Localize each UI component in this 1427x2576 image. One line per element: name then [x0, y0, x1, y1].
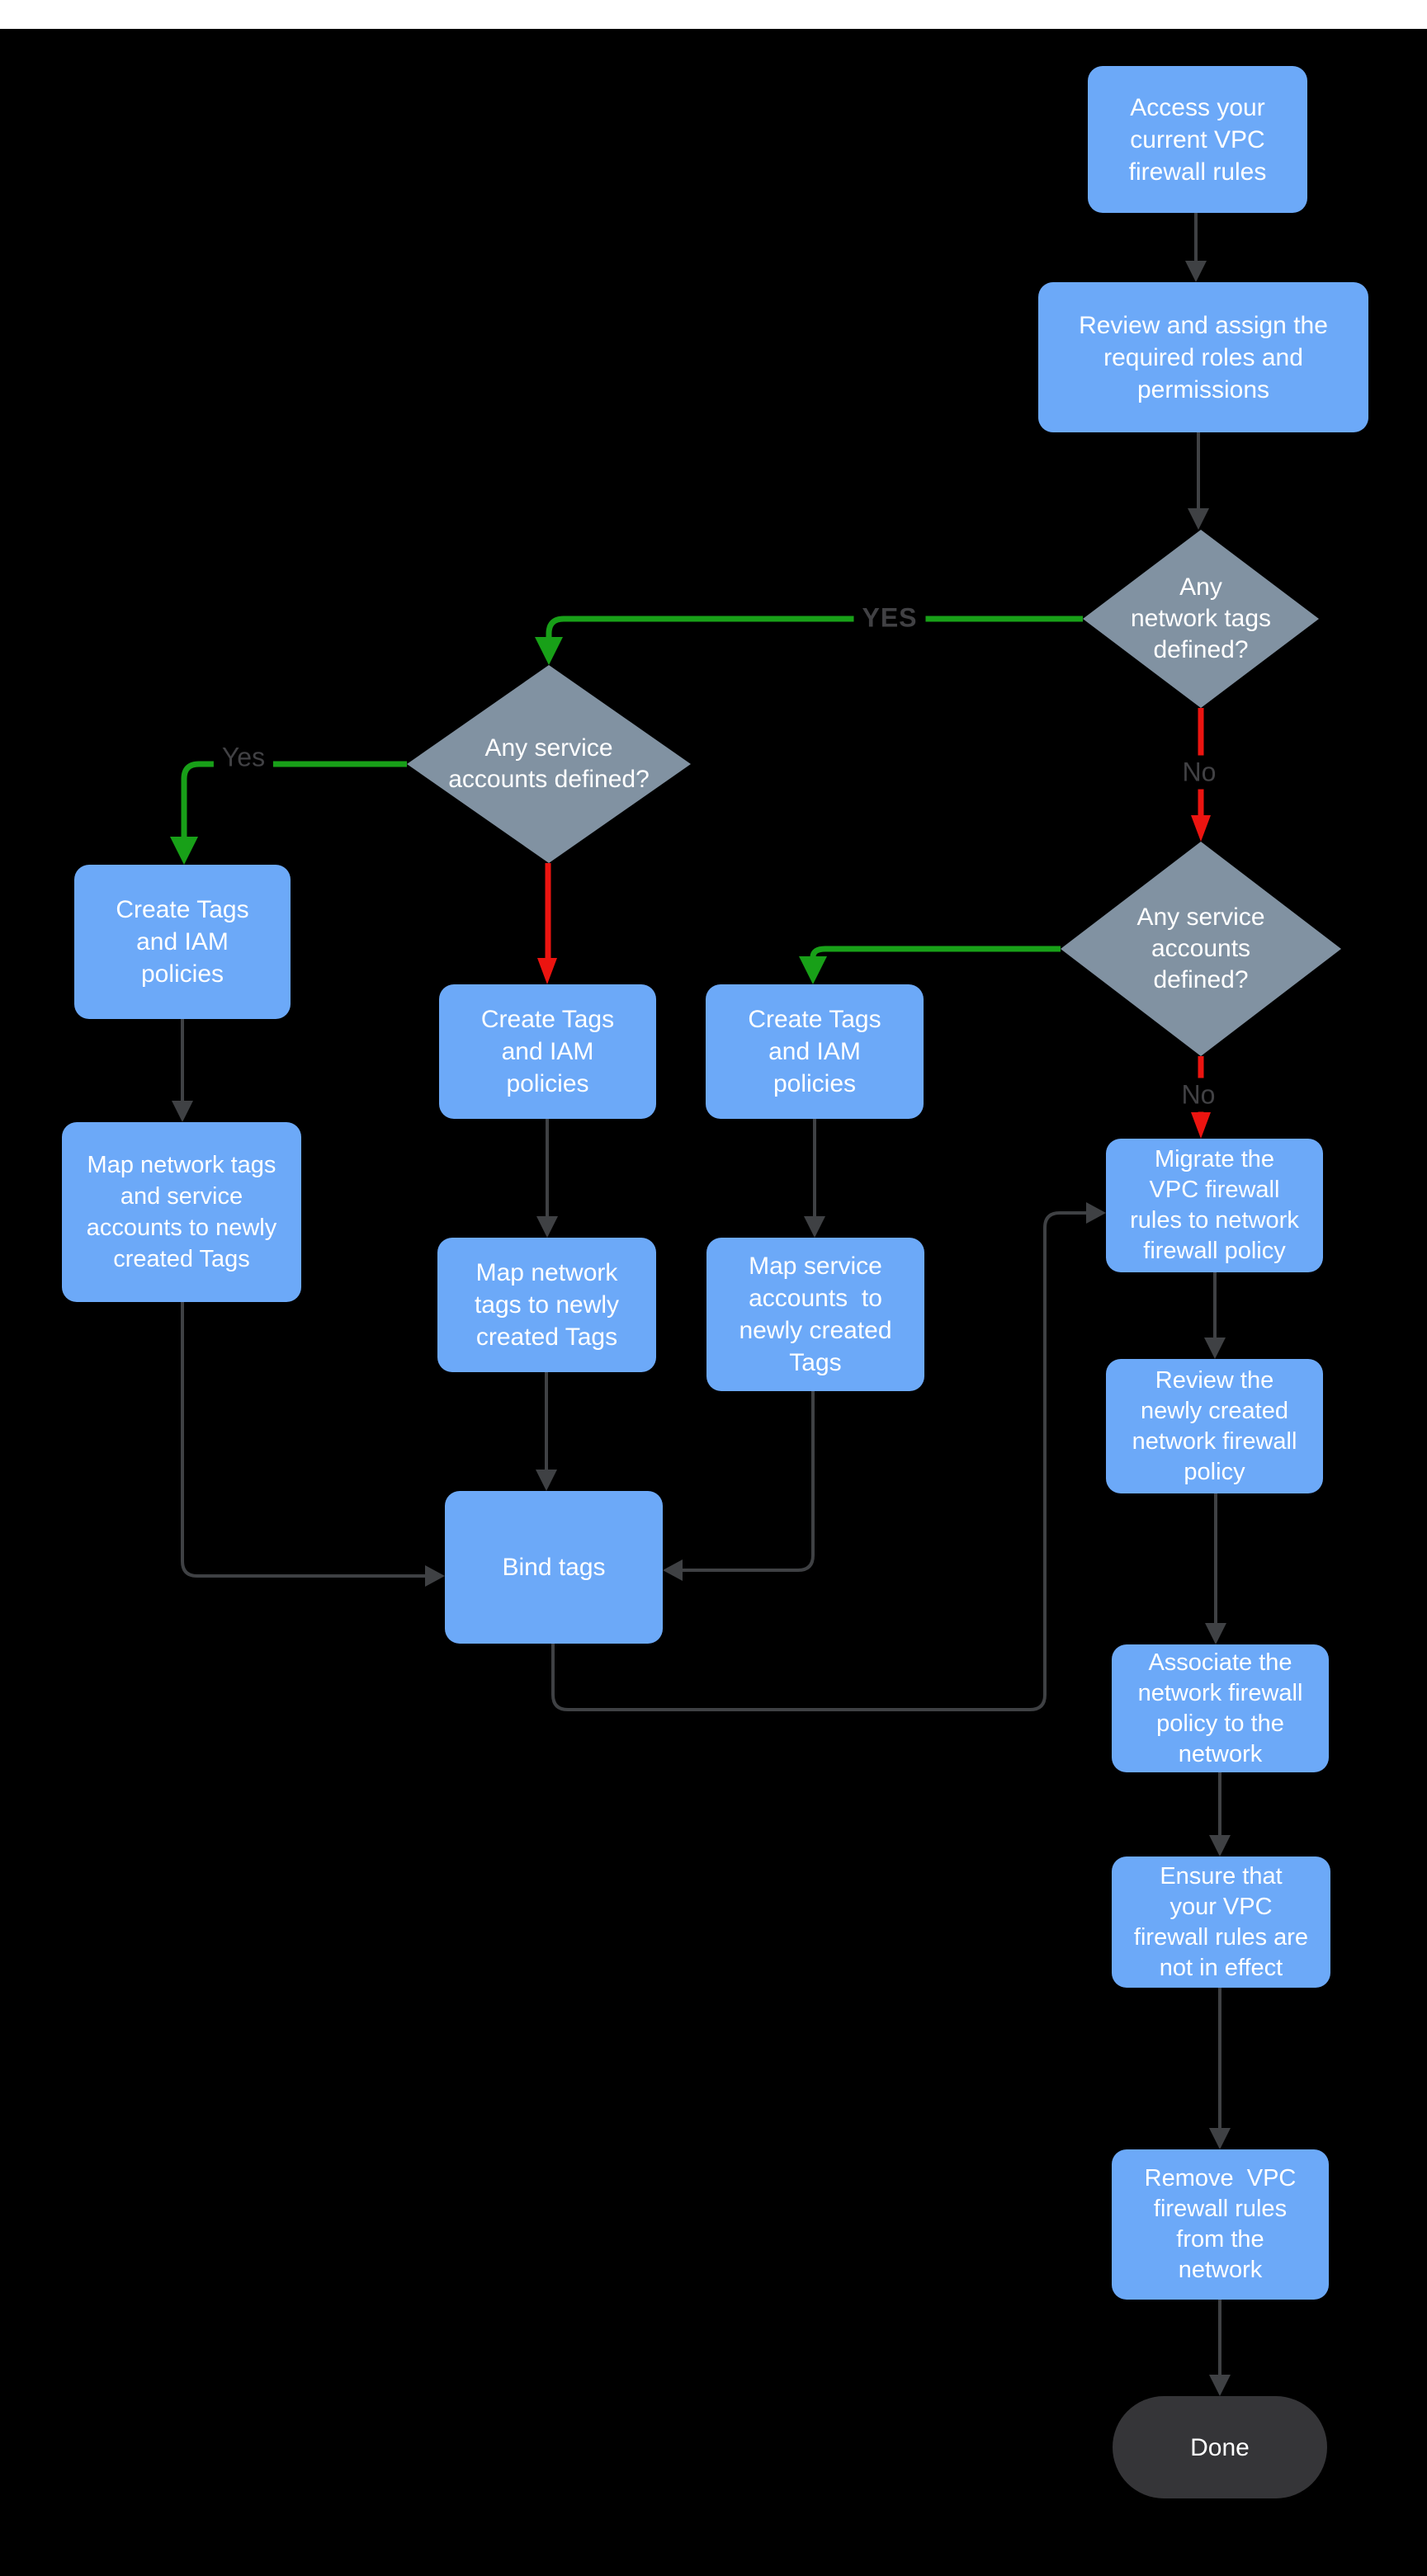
edge-service-left-no: [537, 863, 557, 984]
edge-create-mid-map-mid: [536, 1119, 558, 1238]
edge-associate-ensure: [1209, 1772, 1231, 1857]
node-create-tags-iam-left: Create Tags and IAM policies: [74, 865, 291, 1019]
edge-review-policy-associate: [1205, 1493, 1226, 1644]
node-access-vpc-firewall-rules: Access your current VPC firewall rules: [1088, 66, 1307, 213]
edge-create-right-map-right: [804, 1119, 825, 1238]
edge-map-mid-bind: [536, 1372, 557, 1491]
edge-map-right-bind: [663, 1391, 815, 1581]
decision-any-service-accounts-left: Any service accounts defined?: [407, 665, 691, 863]
node-create-tags-iam-right: Create Tags and IAM policies: [706, 984, 924, 1119]
edge-label-yes: Yes: [213, 740, 274, 775]
edge-remove-done: [1209, 2300, 1231, 2396]
edge-access-review: [1185, 213, 1207, 282]
node-create-tags-iam-middle: Create Tags and IAM policies: [439, 984, 656, 1119]
node-bind-tags: Bind tags: [445, 1491, 663, 1644]
edge-review-network-tags: [1188, 432, 1209, 530]
edge-ensure-remove: [1209, 1988, 1231, 2149]
edge-create-left-map-left: [172, 1019, 193, 1122]
node-review-network-firewall-policy: Review the newly created network firewal…: [1106, 1359, 1323, 1493]
node-migrate-vpc-firewall-rules: Migrate the VPC firewall rules to networ…: [1106, 1139, 1323, 1272]
node-map-network-tags: Map network tags to newly created Tags: [437, 1238, 656, 1372]
decision-any-service-accounts-right: Any service accounts defined?: [1061, 842, 1341, 1056]
edge-network-tags-yes: [535, 616, 1083, 665]
top-white-strip: [0, 0, 1427, 29]
edge-label-no-top: No: [1174, 755, 1225, 790]
node-associate-policy-network: Associate the network firewall policy to…: [1112, 1644, 1329, 1772]
edge-service-right-yes: [799, 946, 1061, 984]
edge-label-no-bottom: No: [1173, 1078, 1224, 1112]
edge-migrate-review-policy: [1204, 1272, 1226, 1359]
decision-any-network-tags: Any network tags defined?: [1083, 530, 1319, 708]
edge-map-left-bind: [181, 1302, 445, 1587]
edge-label-yes-upper: YES: [853, 601, 926, 635]
node-ensure-rules-not-in-effect: Ensure that your VPC firewall rules are …: [1112, 1857, 1330, 1988]
edge-service-left-yes: [170, 761, 407, 865]
node-map-service-accounts: Map service accounts to newly created Ta…: [706, 1238, 924, 1391]
node-done: Done: [1113, 2396, 1327, 2498]
node-map-network-tags-service-accounts: Map network tags and service accounts to…: [62, 1122, 301, 1302]
node-review-roles-permissions: Review and assign the required roles and…: [1038, 282, 1368, 432]
node-remove-vpc-firewall-rules: Remove VPC firewall rules from the netwo…: [1112, 2149, 1329, 2300]
